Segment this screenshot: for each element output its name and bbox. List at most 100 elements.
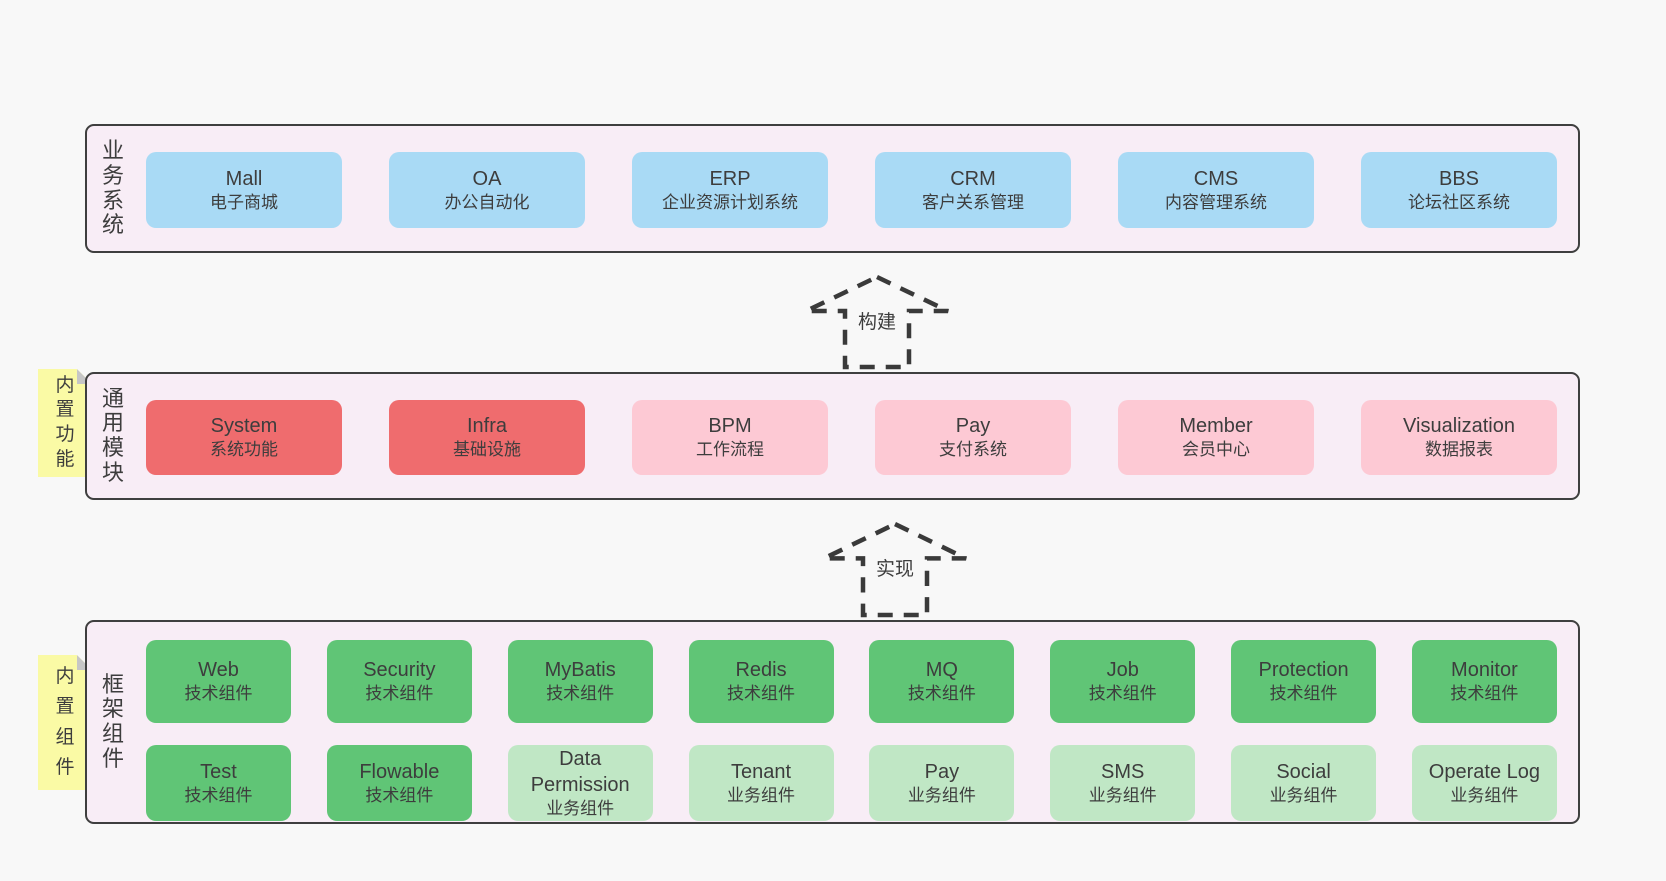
- note-text: 内置组件: [55, 666, 75, 778]
- sticky-note-built-in-components: 内置组件: [38, 655, 92, 790]
- sticky-note-built-in-functions: 内置功能: [38, 369, 92, 477]
- box-title: Data Permission: [530, 747, 630, 796]
- box-subtitle: 技术组件: [1088, 684, 1157, 704]
- box-title: Redis: [735, 659, 787, 682]
- modules-box-row: System 系统功能 Infra 基础设施 BPM 工作流程 Pay 支付系统…: [146, 400, 1557, 475]
- box-infra: Infra 基础设施: [389, 400, 585, 475]
- box-subtitle: 工作流程: [696, 440, 764, 460]
- box-title: CRM: [950, 167, 996, 190]
- section-framework-components: 框架组件 Web 技术组件 Security 技术组件 MyBatis 技术组件…: [85, 620, 1580, 824]
- box-data-permission: Data Permission 业务组件: [507, 745, 653, 821]
- box-title: ERP: [709, 167, 751, 190]
- box-flowable: Flowable 技术组件: [326, 745, 472, 821]
- box-cms: CMS 内容管理系统: [1118, 152, 1314, 228]
- box-subtitle: 业务组件: [907, 785, 976, 805]
- box-subtitle: 业务组件: [1088, 785, 1157, 805]
- box-title: OA: [472, 167, 502, 190]
- box-subtitle: 技术组件: [184, 684, 253, 704]
- box-title: Security: [363, 659, 436, 682]
- box-subtitle: 技术组件: [546, 684, 615, 704]
- box-title: Social: [1276, 760, 1331, 783]
- box-subtitle: 业务组件: [727, 785, 796, 805]
- box-title: Job: [1106, 659, 1139, 682]
- box-sms: SMS 业务组件: [1050, 745, 1196, 821]
- section-label-text: 业务系统: [101, 138, 124, 238]
- framework-box-row-2: Test 技术组件 Flowable 技术组件 Data Permission …: [146, 745, 1557, 821]
- box-subtitle: 技术组件: [907, 684, 976, 704]
- box-test: Test 技术组件: [146, 745, 291, 821]
- box-subtitle: 支付系统: [939, 440, 1007, 460]
- box-title: Mall: [225, 167, 263, 190]
- box-subtitle: 技术组件: [727, 684, 796, 704]
- box-subtitle: 技术组件: [365, 785, 434, 805]
- box-subtitle: 技术组件: [1450, 684, 1519, 704]
- box-title: BBS: [1438, 167, 1480, 190]
- box-title: Operate Log: [1428, 760, 1540, 783]
- implement-arrow-label: 实现: [870, 553, 920, 582]
- box-subtitle: 技术组件: [365, 684, 434, 704]
- box-protection: Protection 技术组件: [1231, 640, 1377, 723]
- section-label-modules: 通用模块: [99, 374, 127, 498]
- box-subtitle: 内容管理系统: [1165, 192, 1267, 212]
- box-title: Flowable: [359, 760, 440, 783]
- box-title: System: [210, 415, 278, 438]
- build-arrow-icon: 构建: [802, 274, 952, 370]
- note-text: 内置功能: [55, 374, 75, 470]
- business-box-row: Mall 电子商城 OA 办公自动化 ERP 企业资源计划系统 CRM 客户关系…: [146, 152, 1557, 228]
- box-title: CMS: [1193, 167, 1239, 190]
- box-subtitle: 客户关系管理: [922, 192, 1024, 212]
- box-tenant: Tenant 业务组件: [688, 745, 834, 821]
- box-subtitle: 会员中心: [1182, 440, 1250, 460]
- box-subtitle: 业务组件: [546, 798, 615, 818]
- box-job: Job 技术组件: [1050, 640, 1196, 723]
- box-visualization: Visualization 数据报表: [1361, 400, 1557, 475]
- box-social: Social 业务组件: [1231, 745, 1377, 821]
- box-title: Test: [200, 760, 237, 783]
- box-web: Web 技术组件: [146, 640, 291, 723]
- box-operate-log: Operate Log 业务组件: [1411, 745, 1557, 821]
- box-subtitle: 系统功能: [210, 440, 278, 460]
- box-title: Pay: [924, 760, 960, 783]
- framework-box-row-1: Web 技术组件 Security 技术组件 MyBatis 技术组件 Redi…: [146, 640, 1557, 723]
- box-subtitle: 电子商城: [210, 192, 278, 212]
- box-monitor: Monitor 技术组件: [1411, 640, 1557, 723]
- section-business-systems: 业务系统 Mall 电子商城 OA 办公自动化 ERP 企业资源计划系统 CRM…: [85, 124, 1580, 253]
- section-label-text: 通用模块: [101, 385, 124, 485]
- box-pay-business: Pay 业务组件: [869, 745, 1015, 821]
- box-subtitle: 技术组件: [184, 785, 253, 805]
- box-subtitle: 数据报表: [1425, 440, 1493, 460]
- box-title: Web: [198, 659, 239, 682]
- box-erp: ERP 企业资源计划系统: [632, 152, 828, 228]
- box-member: Member 会员中心: [1118, 400, 1314, 475]
- box-title: Tenant: [731, 760, 792, 783]
- implement-arrow-icon: 实现: [820, 521, 970, 618]
- box-subtitle: 企业资源计划系统: [662, 192, 798, 212]
- box-title: Protection: [1258, 659, 1349, 682]
- box-title: Pay: [955, 415, 991, 438]
- box-subtitle: 业务组件: [1450, 785, 1519, 805]
- box-system: System 系统功能: [146, 400, 342, 475]
- section-label-business: 业务系统: [99, 126, 127, 251]
- box-bbs: BBS 论坛社区系统: [1361, 152, 1557, 228]
- box-title: Monitor: [1451, 659, 1518, 682]
- box-title: MyBatis: [544, 659, 616, 682]
- box-bpm: BPM 工作流程: [632, 400, 828, 475]
- box-title: MQ: [925, 659, 958, 682]
- box-subtitle: 技术组件: [1269, 684, 1338, 704]
- section-label-text: 框架组件: [101, 671, 124, 771]
- box-subtitle: 办公自动化: [444, 192, 530, 212]
- box-oa: OA 办公自动化: [389, 152, 585, 228]
- box-subtitle: 基础设施: [453, 440, 521, 460]
- box-pay: Pay 支付系统: [875, 400, 1071, 475]
- box-title: Infra: [466, 415, 508, 438]
- box-subtitle: 业务组件: [1269, 785, 1338, 805]
- section-common-modules: 通用模块 System 系统功能 Infra 基础设施 BPM 工作流程 Pay…: [85, 372, 1580, 500]
- box-title: Visualization: [1403, 415, 1515, 438]
- box-mq: MQ 技术组件: [869, 640, 1015, 723]
- box-redis: Redis 技术组件: [688, 640, 834, 723]
- box-mybatis: MyBatis 技术组件: [507, 640, 653, 723]
- box-title: Member: [1179, 415, 1253, 438]
- box-subtitle: 论坛社区系统: [1408, 192, 1510, 212]
- box-security: Security 技术组件: [326, 640, 472, 723]
